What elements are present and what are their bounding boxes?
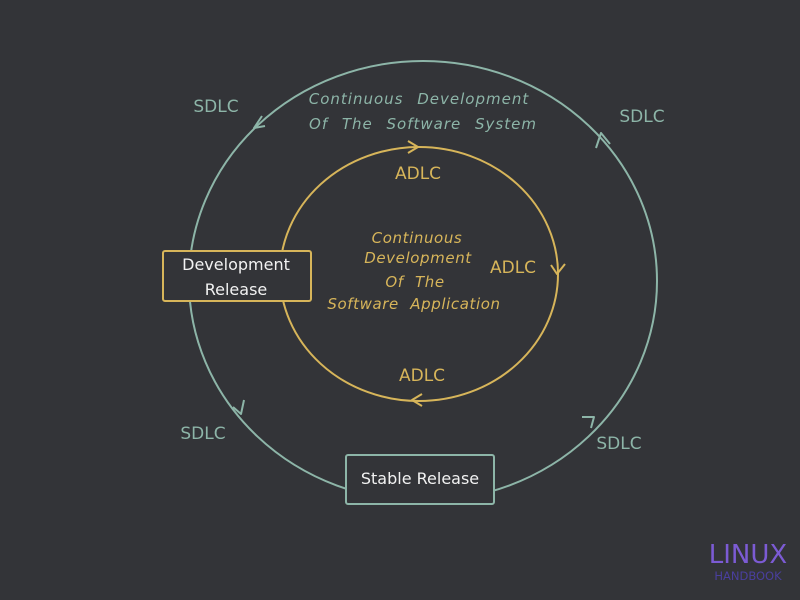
stable-release-box: Stable Release [345, 454, 495, 505]
stable-release-label: Stable Release [361, 469, 479, 488]
inner-arrow-bottom-icon [411, 393, 423, 407]
logo-bottom-text: HANDBOOK [714, 569, 782, 583]
outer-caption-line-1: Continuous Development [309, 90, 530, 108]
inner-caption-line-3: Of The [385, 273, 444, 291]
inner-caption-line-4: Software Application [327, 295, 500, 313]
development-release-line-2: Release [205, 280, 268, 299]
adlc-label-bottom: ADLC [399, 366, 445, 386]
development-release-line-1: Development [182, 255, 290, 274]
inner-caption-line-2: Development [364, 249, 472, 267]
outer-arrow-top-left-icon [253, 115, 266, 129]
logo-top-text: LINUX [709, 540, 787, 570]
sdlc-label-top-left: SDLC [193, 97, 238, 117]
outer-arrow-bottom-right-icon [582, 416, 595, 429]
outer-arrow-top-right-icon [595, 132, 611, 149]
outer-arrow-bottom-left-icon [232, 399, 245, 415]
sdlc-label-top-right: SDLC [619, 107, 664, 127]
adlc-label-top: ADLC [395, 164, 441, 184]
stable-release-box-frame [345, 454, 495, 505]
outer-caption-line-2: Of The Software System [309, 115, 537, 133]
inner-caption-line-1: Continuous [372, 229, 463, 247]
sdlc-label-bottom-right: SDLC [596, 434, 641, 454]
adlc-label-right: ADLC [490, 258, 536, 278]
inner-arrow-right-icon [550, 263, 566, 275]
linux-handbook-logo: LINUX HANDBOOK [709, 540, 787, 583]
development-release-box: Development Release [162, 250, 312, 302]
sdlc-label-bottom-left: SDLC [180, 424, 225, 444]
inner-arrow-top-icon [407, 140, 419, 154]
development-release-box-frame [162, 250, 312, 302]
